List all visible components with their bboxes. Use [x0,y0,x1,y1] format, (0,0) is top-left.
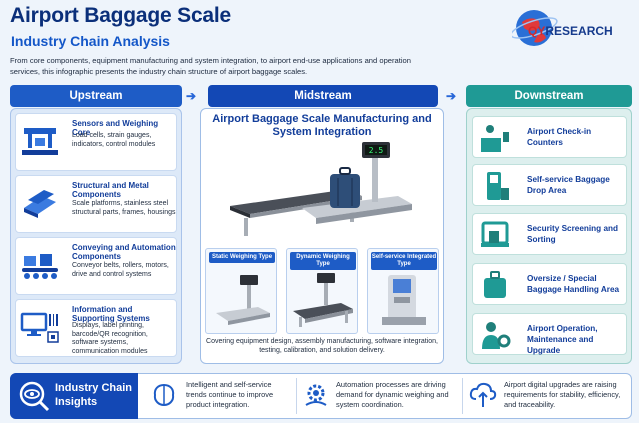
item-title: Oversize / Special Baggage Handling Area [527,274,620,294]
item-title: Self-service Baggage Drop Area [527,175,610,195]
downstream-item-security: Security Screening and Sorting [472,213,627,255]
static-weighing-card: Static Weighing Type [205,248,277,334]
downstream-item-operation: Airport Operation, Maintenance and Upgra… [472,313,627,355]
item-title: Sensors and Weighing Core [72,119,159,137]
logo-wordmark: QYRESEARCH [528,24,613,38]
midstream-header: Midstream [208,85,438,107]
insight-text: Airport digital upgrades are raising req… [504,380,621,409]
downstream-item-oversize: Oversize / Special Baggage Handling Area [472,263,627,305]
divider [462,378,463,414]
upstream-header: Upstream [10,85,182,107]
conveyor-icon [22,254,58,279]
self-service-kiosk-icon [382,275,426,325]
sensor-icon [22,128,58,155]
item-title: Conveying and Automation Components [72,243,176,261]
item-desc: Displays, label printing, barcode/QR rec… [72,322,148,355]
dynamic-scale-icon [293,273,353,327]
magnifier-eye-icon [19,381,50,412]
item-title: Information and Supporting Systems [72,305,150,323]
item-desc: Scale platforms, stainless steel structu… [72,200,176,216]
downstream-item-check-in: Airport Check-in Counters [472,116,627,158]
type-label: Static Weighing Type [209,252,275,263]
divider [296,378,297,414]
metal-beam-icon [24,190,56,218]
scale-display-value: 2.5 [369,146,384,155]
globe-logo-icon [512,10,558,46]
type-label: Self-service Integrated Type [371,252,437,270]
item-title: Security Screening and Sorting [527,224,619,244]
gear-icon [305,384,327,406]
static-scale-icon [216,275,270,325]
check-in-counter-icon [481,125,509,152]
page-title: Airport Baggage Scale [10,4,232,27]
downstream-item-self-service: Self-service Baggage Drop Area [472,164,627,206]
item-title: Airport Check-in Counters [527,127,592,147]
upstream-item-conveying: Conveying and Automation Components Conv… [15,237,177,295]
insight-text: Automation processes are driving demand … [336,380,449,409]
kiosk-icon [487,172,509,200]
upstream-item-sensors: Sensors and Weighing Core Load cells, st… [15,113,177,171]
item-desc: Load cells, strain gauges, indicators, c… [72,132,156,148]
insights-title: Industry Chain Insights [55,382,133,408]
midstream-footer: Covering equipment design, assembly manu… [206,338,438,354]
baggage-scale-illustration: 2.5 [230,142,412,236]
cloud-upload-icon [469,382,497,407]
insight-text: Intelligent and self-service trends cont… [186,380,274,409]
self-service-card: Self-service Integrated Type [367,248,439,334]
arrow-right-icon: ➔ [186,89,197,103]
item-title: Airport Operation, Maintenance and Upgra… [527,324,598,355]
page-subtitle: Industry Chain Analysis [11,33,170,49]
luggage-icon [484,271,506,298]
dynamic-weighing-card: Dynamic Weighing Type [286,248,358,334]
brain-icon [153,383,175,407]
upstream-item-information: Information and Supporting Systems Displ… [15,299,177,357]
maintenance-icon [482,322,511,349]
type-label: Dynamic Weighing Type [290,252,356,270]
arrow-right-icon: ➔ [446,89,457,103]
downstream-header: Downstream [466,85,632,107]
upstream-item-metal: Structural and Metal Components Scale pl… [15,175,177,233]
insights-header [10,373,138,419]
item-desc: Conveyor belts, rollers, motors, drive a… [72,262,169,278]
item-title: Structural and Metal Components [72,181,149,199]
security-scanner-icon [481,221,509,247]
midstream-title: Airport Baggage Scale Manufacturing and … [212,113,432,138]
computer-icon [20,312,59,343]
intro-text: From core components, equipment manufact… [10,56,412,76]
